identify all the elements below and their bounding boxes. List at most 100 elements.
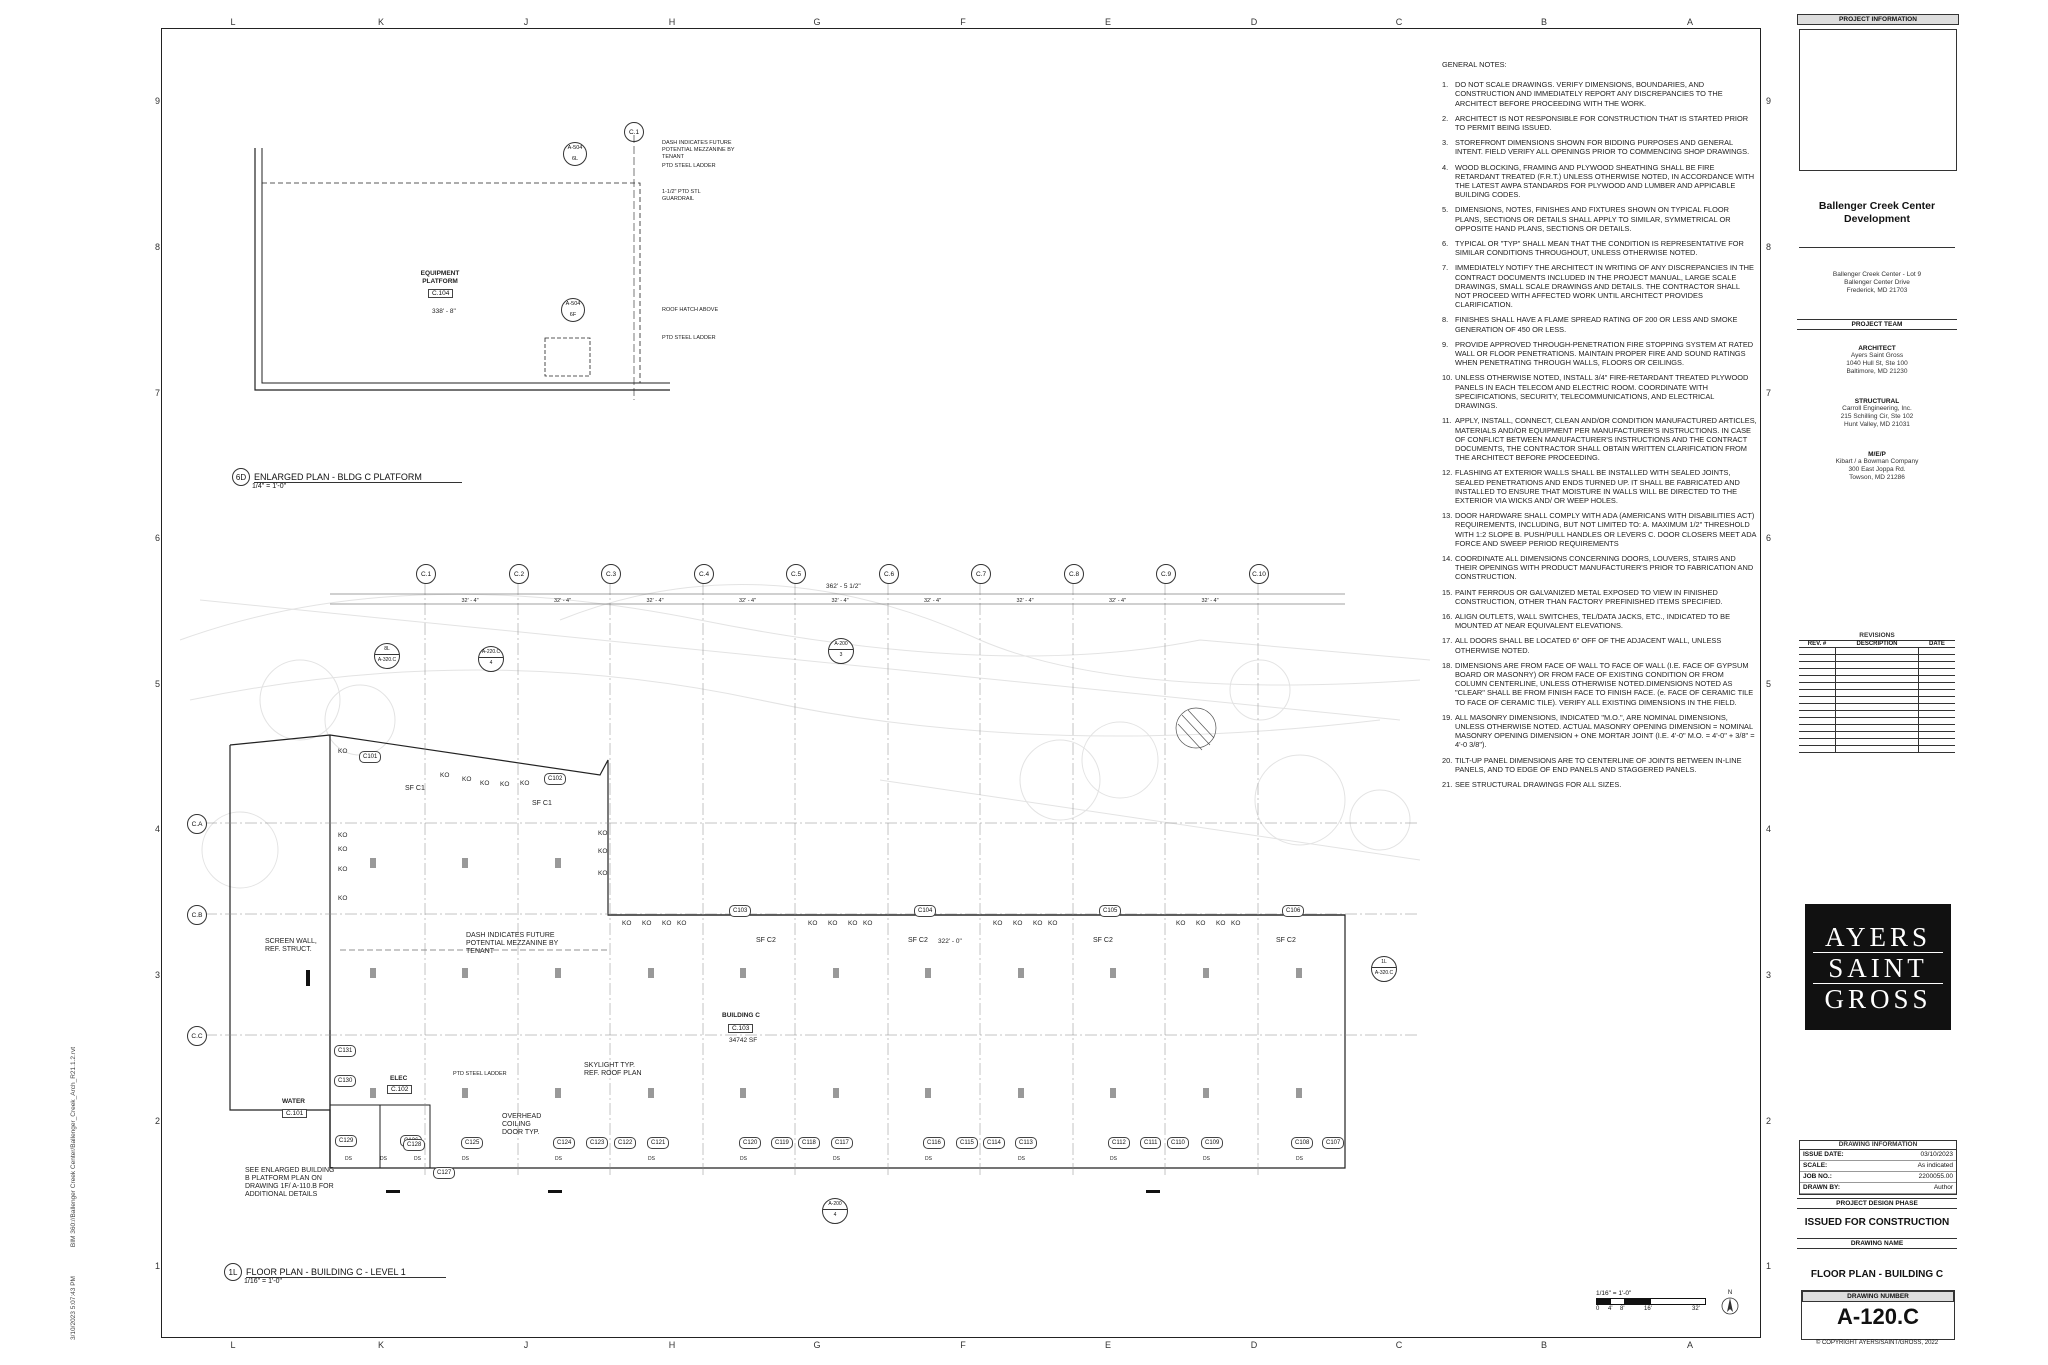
team-line: 1040 Hull St, Ste 100	[1846, 360, 1908, 367]
ds-label: DS	[555, 1156, 562, 1162]
team-line: Ayers Saint Gross	[1850, 352, 1904, 359]
ds-label: DS	[648, 1156, 655, 1162]
grid-col-top-D: D	[1250, 17, 1258, 27]
ko-label: KO	[598, 870, 608, 877]
grid-col-top-L: L	[230, 17, 236, 27]
grid-row-left-8: 8	[155, 242, 161, 252]
section-mark-top: A-220.C	[479, 647, 503, 658]
general-note-item: 7.IMMEDIATELY NOTIFY THE ARCHITECT IN WR…	[1442, 263, 1757, 309]
revision-cell	[1919, 725, 1955, 731]
note-overhead-door: OVERHEAD COILING DOOR TYP.	[502, 1113, 542, 1136]
drawing-info-label: ISSUE DATE:	[1803, 1151, 1844, 1158]
door-tag-C127: C127	[433, 1167, 456, 1179]
general-note-number: 1.	[1442, 80, 1449, 90]
project-address: Ballenger Creek Center - Lot 9 Ballenger…	[1832, 271, 1922, 294]
ds-label: DS	[833, 1156, 840, 1162]
overall-dimension: 362' - 5 1/2"	[826, 583, 861, 590]
general-notes-heading: GENERAL NOTES:	[1442, 60, 1507, 69]
ko-label: KO	[338, 895, 348, 902]
ko-label: KO	[520, 780, 530, 787]
grid-row-left-1: 1	[155, 1261, 161, 1271]
platform-elevation: 338' - 8"	[432, 308, 456, 315]
general-note-number: 16.	[1442, 611, 1453, 621]
grid-row-left-2: 2	[155, 1116, 161, 1126]
bay-dimension: 32' - 4"	[461, 598, 479, 604]
general-note-item: 5.DIMENSIONS, NOTES, FINISHES AND FIXTUR…	[1442, 205, 1757, 233]
revision-row	[1799, 683, 1955, 690]
revision-cell	[1799, 718, 1836, 724]
grid-row-right-7: 7	[1766, 388, 1772, 398]
door-tag-C112: C112	[1108, 1137, 1130, 1149]
revision-row	[1799, 732, 1955, 739]
column-bubble-C.9: C.9	[1156, 564, 1176, 584]
grid-col-top-F: F	[960, 17, 966, 27]
drawing-info-value: 2200055.00	[1918, 1173, 1953, 1180]
general-note-text: SEE STRUCTURAL DRAWINGS FOR ALL SIZES.	[1455, 780, 1622, 789]
revision-row	[1799, 739, 1955, 746]
team-role: M/E/P	[1868, 451, 1886, 458]
floor-plan-name: FLOOR PLAN - BUILDING C - LEVEL 1	[246, 1267, 446, 1278]
section-mark-top: A-200	[829, 639, 853, 650]
ko-label: KO	[598, 848, 608, 855]
platform-note-guardrail: 1-1/2" PTD STL GUARDRAIL	[662, 189, 701, 202]
general-notes: GENERAL NOTES: 1. DO NOT SCALE DRAWINGS. …	[1442, 60, 1757, 795]
ko-label: KO	[642, 920, 652, 927]
revision-cell	[1799, 690, 1836, 696]
ko-label: KO	[1216, 920, 1226, 927]
grid-col-top-H: H	[668, 17, 676, 27]
north-arrow: N	[1720, 1290, 1740, 1318]
general-note-number: 5.	[1442, 205, 1449, 215]
door-tag-C104: C104	[914, 905, 937, 917]
grid-col-bottom-K: K	[377, 1340, 385, 1350]
general-note-item: 16.ALIGN OUTLETS, WALL SWITCHES, TEL/DAT…	[1442, 612, 1757, 630]
grid-col-bottom-A: A	[1686, 1340, 1694, 1350]
general-note-item: 13.DOOR HARDWARE SHALL COMPLY WITH ADA (…	[1442, 511, 1757, 548]
grid-col-bottom-F: F	[960, 1340, 966, 1350]
general-note-text: APPLY, INSTALL, CONNECT, CLEAN AND/OR CO…	[1455, 416, 1757, 463]
general-note-item: 9.PROVIDE APPROVED THROUGH-PENETRATION F…	[1442, 340, 1757, 368]
team-role: ARCHITECT	[1858, 345, 1896, 352]
general-note-text: ALL MASONRY DIMENSIONS, INDICATED "M.O."…	[1455, 712, 1755, 750]
revision-row	[1799, 725, 1955, 732]
north-arrow-icon	[1721, 1297, 1739, 1315]
ds-label: DS	[925, 1156, 932, 1162]
revision-cell	[1799, 648, 1836, 654]
general-note-text: PAINT FERROUS OR GALVANIZED METAL EXPOSE…	[1455, 587, 1723, 606]
door-tag-C118: C118	[798, 1137, 820, 1149]
general-note-number: 20.	[1442, 755, 1453, 765]
ko-label: KO	[338, 748, 348, 755]
grid-row-left-4: 4	[155, 824, 161, 834]
revision-row	[1799, 669, 1955, 676]
storefront-tag: SF C1	[532, 800, 552, 807]
title-block: PROJECT INFORMATION Ballenger Creek Cent…	[1797, 14, 1959, 1352]
door-tag-C121: C121	[647, 1137, 670, 1149]
revision-cell	[1919, 690, 1955, 696]
revision-cell	[1836, 655, 1919, 661]
ds-label: DS	[740, 1156, 747, 1162]
ko-label: KO	[480, 780, 490, 787]
ds-label: DS	[380, 1156, 387, 1162]
bay-dimension: 32' - 4"	[646, 598, 664, 604]
door-tag-C117: C117	[831, 1137, 853, 1149]
revisions-block: REVISIONS REV. # DESCRIPTION DATE	[1799, 632, 1955, 753]
general-note-text: STOREFRONT DIMENSIONS SHOWN FOR BIDDING …	[1455, 138, 1750, 157]
revision-cell	[1836, 704, 1919, 710]
general-note-text: DO NOT SCALE DRAWINGS. VERIFY DIMENSIONS…	[1455, 80, 1723, 108]
note-screen-wall: SCREEN WALL, REF. STRUCT.	[265, 938, 317, 953]
revision-cell	[1836, 711, 1919, 717]
general-note-number: 11.	[1442, 416, 1452, 426]
revision-cell	[1799, 676, 1836, 682]
team-line: Carroll Engineering, Inc.	[1842, 405, 1912, 412]
row-bubble-C.A: C.A	[187, 814, 207, 834]
ko-label: KO	[338, 832, 348, 839]
door-tag-C109: C109	[1201, 1137, 1224, 1149]
grid-col-bottom-D: D	[1250, 1340, 1258, 1350]
general-note-text: COORDINATE ALL DIMENSIONS CONCERNING DOO…	[1455, 553, 1754, 582]
revision-cell	[1919, 655, 1955, 661]
ds-label: DS	[1110, 1156, 1117, 1162]
revision-cell	[1799, 704, 1836, 710]
drawing-linework	[179, 135, 1431, 1193]
